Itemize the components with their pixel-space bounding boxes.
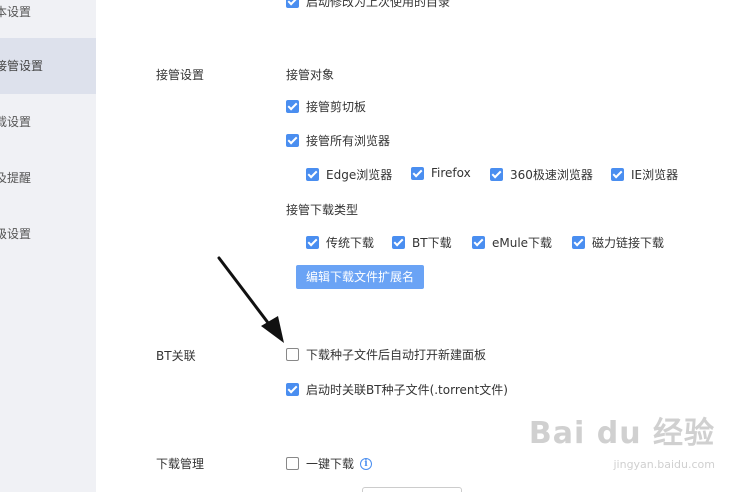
- takeover-clipboard-option[interactable]: 接管剪切板: [286, 98, 366, 115]
- option-label: 启动时关联BT种子文件(.torrent文件): [306, 383, 508, 397]
- sidebar-item-label: 载设置: [0, 115, 32, 129]
- sidebar-item-label: 接管设置: [0, 59, 44, 73]
- watermark-sub: jingyan.baidu.com: [613, 458, 715, 471]
- download-types-title: 接管下载类型: [286, 203, 359, 217]
- checkbox-checked-icon[interactable]: [306, 168, 319, 181]
- one-click-download-option[interactable]: 一键下载 i: [286, 455, 373, 472]
- sidebar-item-label: 本设置: [0, 5, 32, 19]
- checkbox-checked-icon[interactable]: [411, 166, 424, 180]
- browser-360-option[interactable]: 360极速浏览器: [490, 166, 593, 183]
- type-emule-option[interactable]: eMule下载: [472, 234, 552, 251]
- sidebar-item-advanced[interactable]: 级设置: [0, 206, 96, 262]
- option-label: 接管剪切板: [306, 100, 367, 114]
- option-label: 启动修改为上次使用的目录: [306, 0, 451, 9]
- checkbox-checked-icon[interactable]: [286, 383, 299, 396]
- checkbox-unchecked-icon[interactable]: [286, 457, 299, 470]
- baidu-watermark: Bai du 经验 jingyan.baidu.com: [528, 408, 715, 471]
- option-label: 一键下载: [306, 457, 355, 471]
- browser-edge-option[interactable]: Edge浏览器: [306, 166, 392, 183]
- checkbox-checked-icon[interactable]: [286, 100, 299, 113]
- sidebar-item-label: 及提醒: [0, 171, 32, 185]
- type-magnet-option[interactable]: 磁力链接下载: [572, 234, 664, 251]
- takeover-all-browsers-option[interactable]: 接管所有浏览器: [286, 132, 390, 149]
- option-label: 下载种子文件后自动打开新建面板: [306, 348, 487, 362]
- sidebar-item-notify[interactable]: 及提醒: [0, 150, 96, 206]
- bt-associate-option[interactable]: 启动时关联BT种子文件(.torrent文件): [286, 381, 508, 398]
- option-label: Edge浏览器: [326, 168, 393, 182]
- settings-content: 启动修改为上次使用的目录 接管设置 接管对象 接管剪切板 接管所有浏览器 Edg…: [96, 0, 733, 492]
- sidebar-item-basic[interactable]: 本设置: [0, 0, 96, 40]
- checkbox-checked-icon[interactable]: [392, 236, 405, 249]
- checkbox-checked-icon[interactable]: [490, 168, 503, 181]
- takeover-objects-title: 接管对象: [286, 68, 335, 82]
- watermark-main: Bai du 经验: [528, 416, 715, 451]
- option-label: IE浏览器: [631, 168, 679, 182]
- checkbox-checked-icon[interactable]: [472, 236, 485, 249]
- type-traditional-option[interactable]: 传统下载: [306, 234, 374, 251]
- checkbox-checked-icon[interactable]: [306, 236, 319, 249]
- browser-firefox-option[interactable]: Firefox: [411, 166, 471, 180]
- edit-extensions-button[interactable]: 编辑下载文件扩展名: [296, 265, 425, 289]
- checkbox-unchecked-icon[interactable]: [286, 348, 299, 361]
- section-label-bt: BT关联: [156, 349, 196, 363]
- sidebar-item-label: 级设置: [0, 227, 32, 241]
- settings-sidebar: 本设置 接管设置 载设置 及提醒 级设置: [0, 0, 96, 492]
- sidebar-item-download[interactable]: 载设置: [0, 94, 96, 150]
- checkbox-checked-icon[interactable]: [572, 236, 585, 249]
- last-dir-option[interactable]: 启动修改为上次使用的目录: [286, 0, 450, 10]
- info-icon[interactable]: i: [360, 457, 373, 470]
- browser-ie-option[interactable]: IE浏览器: [611, 166, 678, 183]
- sidebar-item-takeover[interactable]: 接管设置: [0, 38, 96, 94]
- option-label: 传统下载: [326, 236, 375, 250]
- option-label: 360极速浏览器: [510, 168, 593, 182]
- option-label: eMule下载: [492, 236, 553, 250]
- section-label-takeover: 接管设置: [156, 68, 205, 82]
- option-label: 磁力链接下载: [592, 236, 665, 250]
- checkbox-checked-icon[interactable]: [286, 134, 299, 147]
- type-bt-option[interactable]: BT下载: [392, 234, 452, 251]
- checkbox-checked-icon[interactable]: [286, 0, 299, 8]
- option-label: 接管所有浏览器: [306, 134, 391, 148]
- section-label-download-mgmt: 下载管理: [156, 457, 205, 471]
- bt-open-panel-option[interactable]: 下载种子文件后自动打开新建面板: [286, 346, 486, 363]
- option-label: BT下载: [412, 236, 452, 250]
- partial-input-box[interactable]: [362, 487, 462, 492]
- checkbox-checked-icon[interactable]: [611, 168, 624, 181]
- option-label: Firefox: [431, 166, 471, 180]
